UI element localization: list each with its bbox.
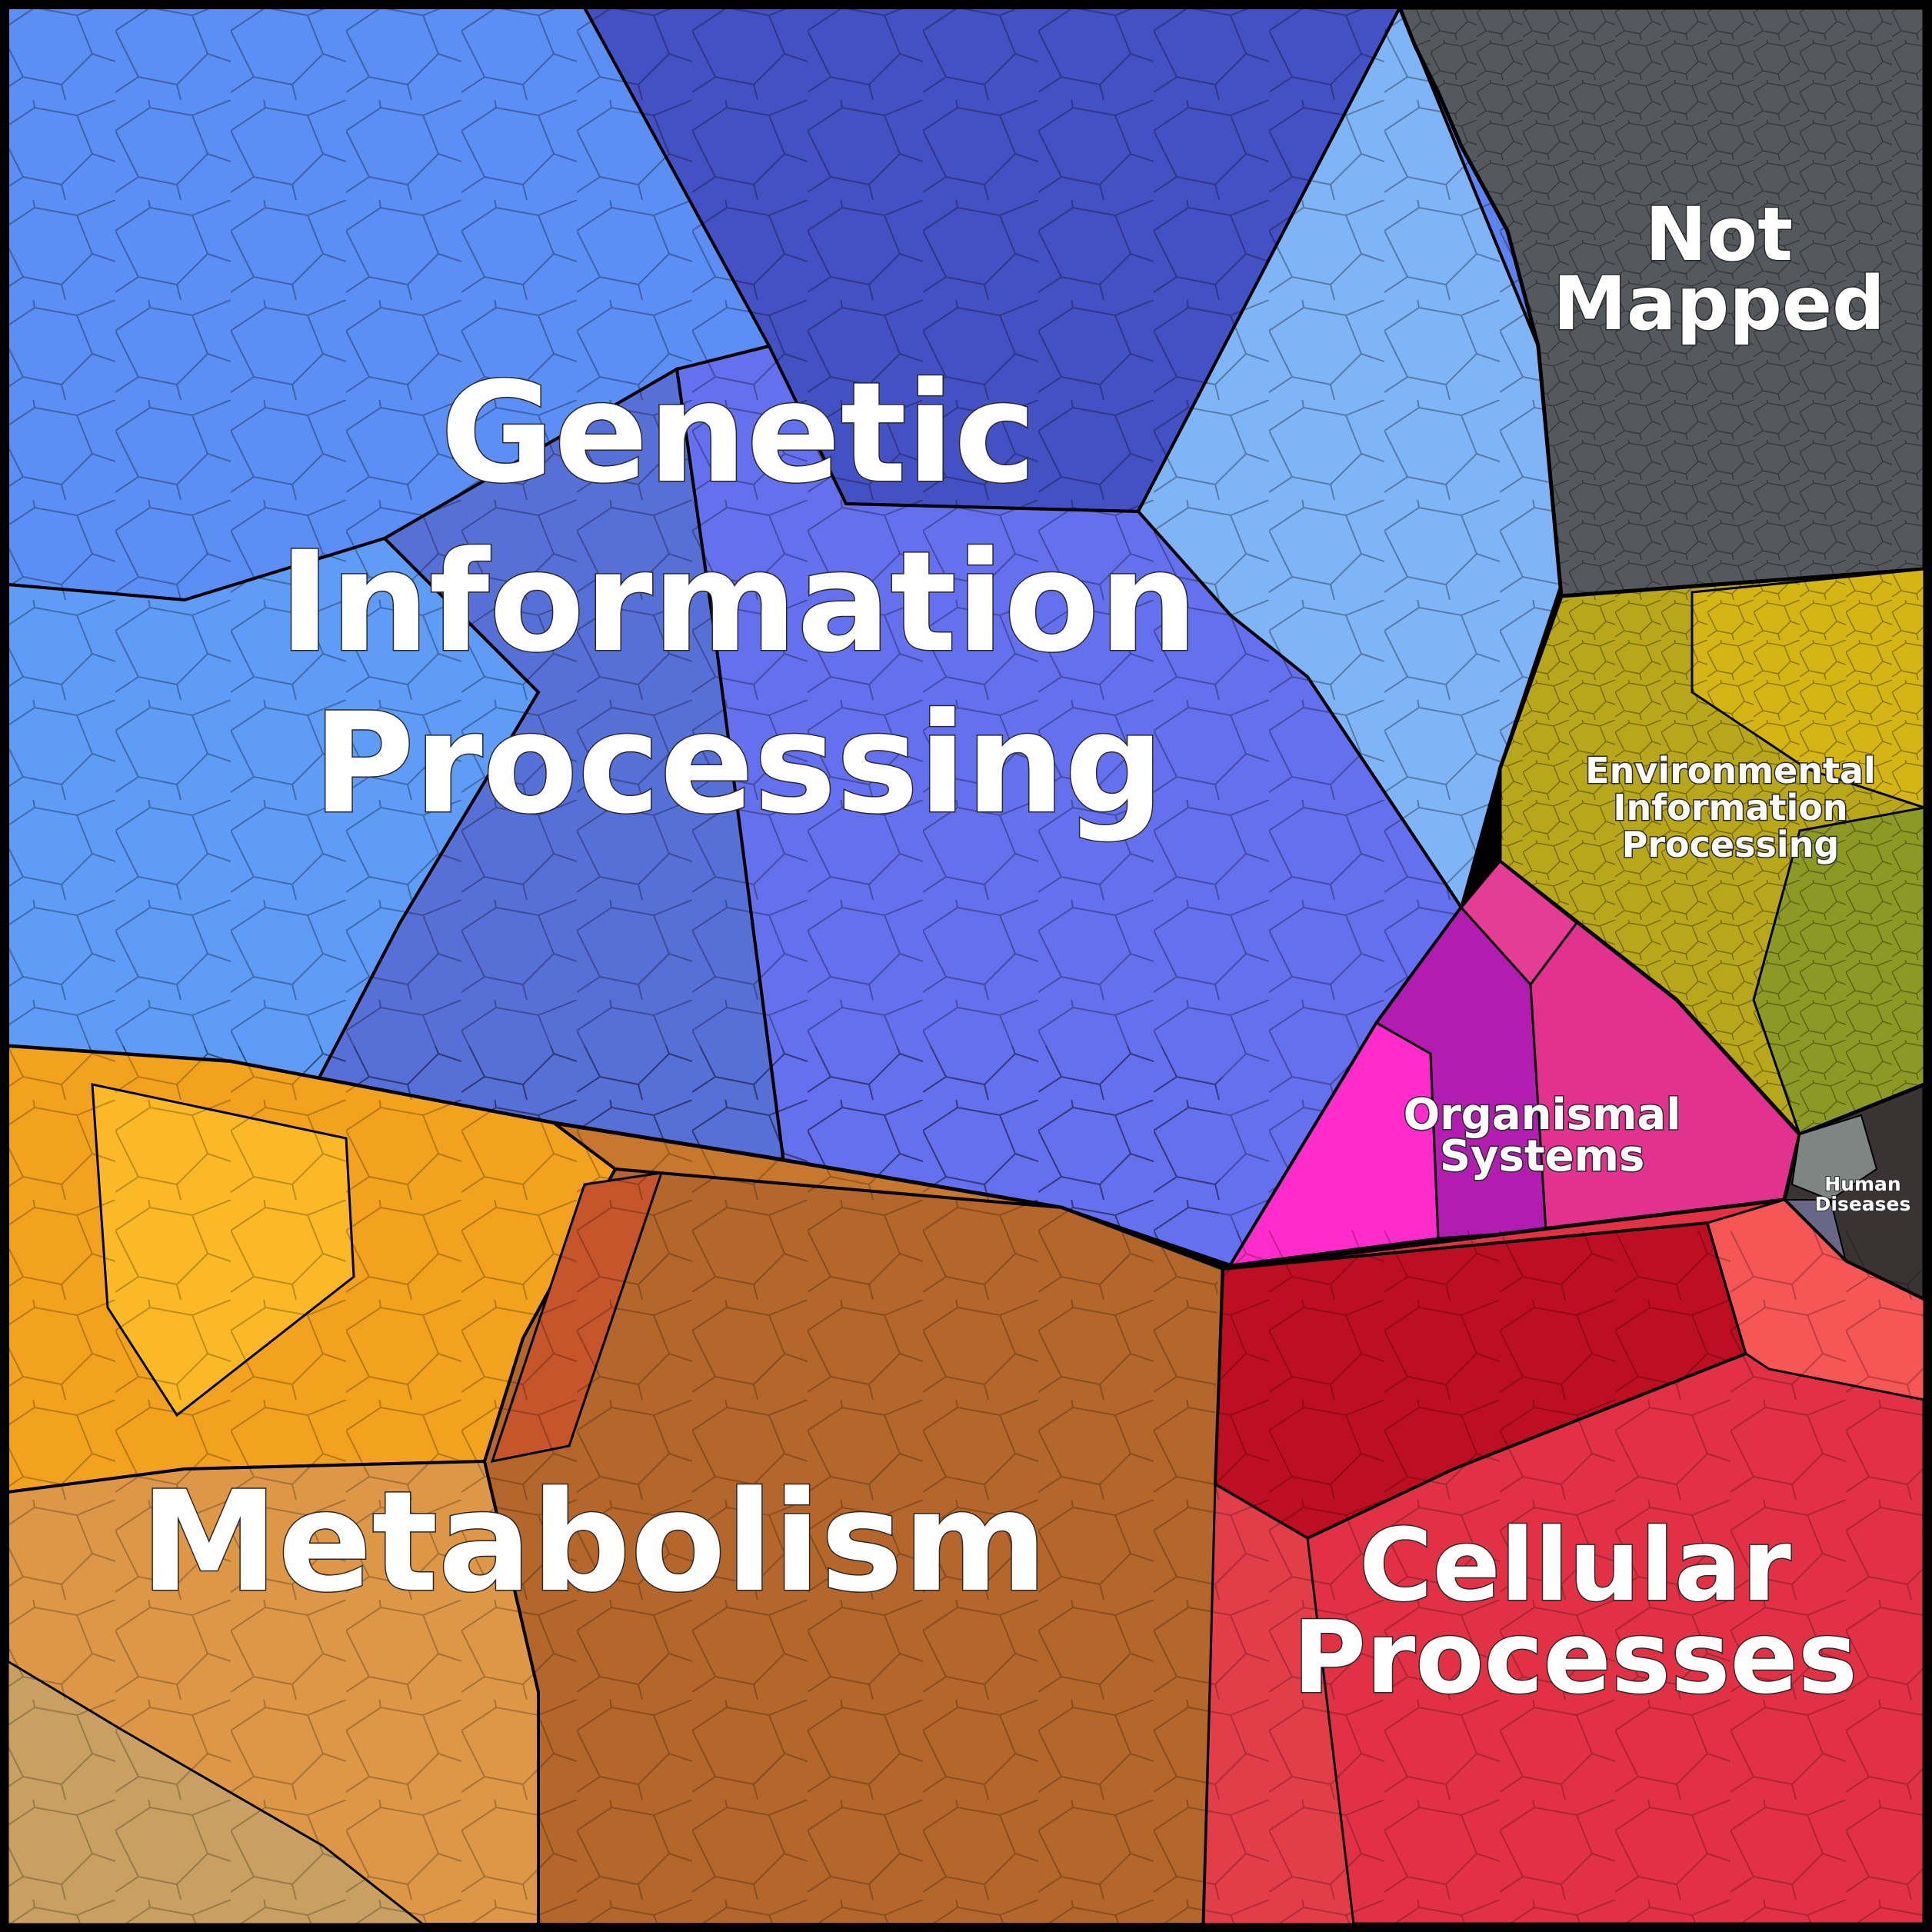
- region-organismal-systems: [1227, 858, 1802, 1268]
- label-not-mapped-line2: Mapped: [1553, 261, 1885, 347]
- label-genetic-line2: Information: [279, 522, 1198, 683]
- label-environmental-line1: Environmental: [1585, 750, 1876, 791]
- label-genetic-line1: Genetic: [441, 353, 1037, 514]
- label-environmental-line2: Information: [1613, 787, 1847, 828]
- region-environmental-information-processing: [1497, 567, 1927, 1137]
- label-human-line1: Human: [1824, 1173, 1900, 1195]
- region-labels: Genetic Information Processing Not Mappe…: [139, 191, 1912, 1717]
- region-cellular-processes: [1201, 1198, 1927, 1927]
- label-human-line2: Diseases: [1815, 1193, 1911, 1215]
- label-genetic-line3: Processing: [313, 684, 1164, 844]
- label-cellular-line1: Cellular: [1359, 1507, 1791, 1624]
- label-environmental-line3: Processing: [1622, 824, 1840, 865]
- label-cellular-line2: Processes: [1293, 1599, 1857, 1716]
- label-metabolism: Metabolism: [140, 1462, 1047, 1623]
- label-organismal-line2: Systems: [1440, 1131, 1645, 1181]
- label-not-mapped-line1: Not: [1645, 192, 1793, 278]
- region-metabolism: [5, 1044, 1225, 1927]
- region-not-mapped: [1397, 5, 1927, 598]
- label-organismal-line1: Organismal: [1404, 1090, 1681, 1140]
